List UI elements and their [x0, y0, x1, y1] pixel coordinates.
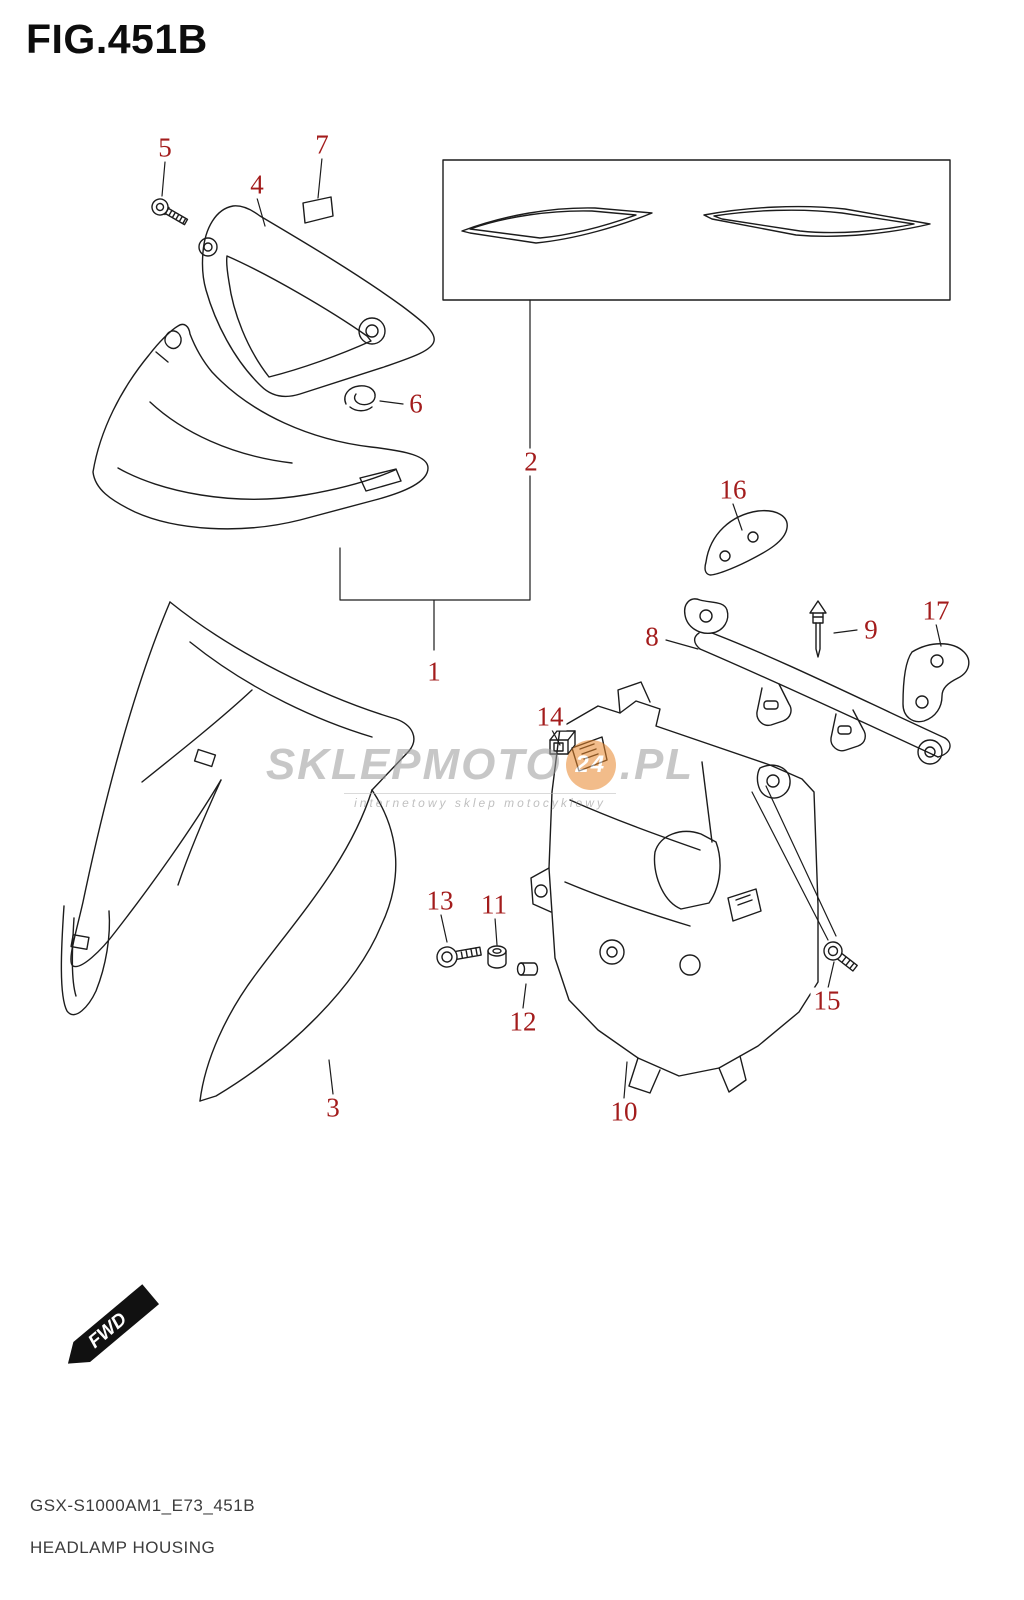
part-14-clip-nut: [549, 730, 576, 755]
part-4-upper-cover: [198, 205, 435, 398]
part-3-front-cover: [60, 601, 415, 1102]
part-17-bracket: [902, 643, 970, 723]
part-9-plug: [809, 600, 827, 658]
model-code: GSX-S1000AM1_E73_451B: [30, 1496, 256, 1515]
part-6-clip: [344, 385, 376, 412]
part-7-tape: [302, 196, 334, 224]
part-8-bracket-bar: [683, 598, 951, 765]
part-5-screw: [151, 198, 189, 226]
leader-lines: [161, 157, 942, 1099]
fwd-marker: FWD: [67, 1284, 160, 1364]
figure-title: FIG.451B: [26, 16, 208, 62]
part-4-lower-cover: [92, 323, 429, 530]
part-12-spacer: [516, 962, 539, 976]
part-11-nut: [487, 945, 507, 969]
part-2-decal-set: [442, 159, 951, 301]
part-10-housing: [530, 681, 819, 1094]
diagram-name: HEADLAMP HOUSING: [30, 1538, 216, 1557]
part-16-bracket: [704, 509, 788, 576]
part-15-bolt: [823, 941, 858, 972]
part-13-bolt: [436, 946, 482, 968]
fwd-arrow-icon: [67, 1284, 160, 1364]
